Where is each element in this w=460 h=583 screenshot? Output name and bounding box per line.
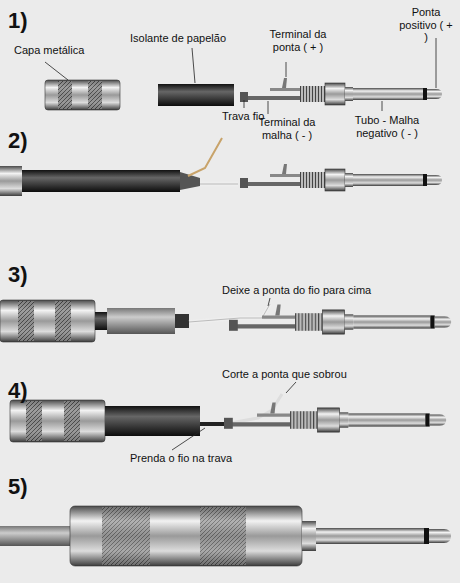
part-label: Corte a ponta que sobrou [222,368,392,381]
part-label: Isolante de papelão [130,32,250,45]
part-label: Deixe a ponta do fio para cima [222,284,422,297]
step-number: 4) [8,378,28,403]
step-number: 3) [8,262,28,287]
part-label: Terminal da malha ( - ) [252,116,322,141]
part-label: Capa metálica [14,44,114,57]
part-label: Terminal da ponta ( + ) [262,28,334,53]
part-label: Tubo - Malha negativo ( - ) [342,114,432,139]
part-label: Ponta positivo ( + ) [397,6,455,44]
step-number: 2) [8,128,28,153]
part-label: Prenda o fio na trava [130,452,290,465]
step-number: 1) [8,8,28,33]
step-number: 5) [8,474,28,499]
